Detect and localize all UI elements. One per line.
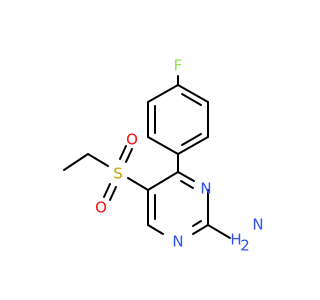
bond-c-s — [127, 177, 149, 191]
bond-benzene-6 — [147, 84, 179, 103]
sulfur-label: S — [113, 165, 123, 183]
bond-benzene-inner-2 — [181, 133, 202, 146]
bonds — [63, 75, 231, 239]
nitrogen-ring-upper-label: N — [200, 180, 211, 198]
bond-so-bottom-2 — [109, 186, 117, 201]
molecule-diagram: F S O O N N N H 2 — [63, 57, 264, 255]
atom-labels: F S O O N N N H 2 — [95, 57, 264, 255]
amine-nitrogen-label: N — [252, 216, 263, 234]
oxygen-top-label: O — [126, 131, 138, 149]
bond-benzene-inner-1 — [181, 93, 202, 106]
amine-hydrogen-label: H — [230, 231, 241, 249]
bond-pyrimidine-inner-2 — [192, 220, 202, 227]
oxygen-bottom-label: O — [95, 199, 107, 217]
bond-ethyl — [63, 153, 89, 171]
bond-pyrimidine-1 — [177, 171, 195, 182]
bond-pyrimidine-4 — [147, 224, 164, 235]
bond-benzene-3 — [177, 136, 209, 155]
bond-so-top-1 — [119, 145, 127, 160]
fluorine-label: F — [174, 57, 183, 75]
bond-pyrimidine-inner-1 — [180, 180, 194, 189]
bond-s-ethyl — [87, 153, 109, 167]
bond-so-bottom-1 — [103, 183, 111, 198]
bond-pyrimidine-6 — [147, 171, 179, 191]
nitrogen-ring-lower-label: N — [172, 233, 183, 251]
bond-pyrimidine-3 — [192, 224, 209, 235]
bond-so-top-2 — [125, 148, 133, 163]
amine-hydrogen-count: 2 — [240, 237, 250, 255]
bond-benzene-4 — [147, 136, 179, 155]
bond-amine — [207, 224, 231, 239]
bond-benzene-1 — [177, 84, 209, 103]
structure-canvas: F S O O N N N H 2 — [63, 56, 264, 255]
